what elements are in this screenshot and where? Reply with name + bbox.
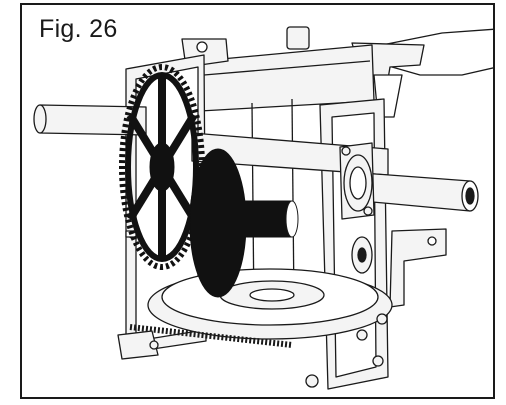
friction-wheel: [189, 148, 299, 298]
figure-frame: Fig. 26: [20, 3, 495, 399]
figure-label: Fig. 26: [35, 15, 122, 44]
technical-drawing: [33, 26, 493, 390]
mounting-bracket: [389, 228, 447, 308]
tension-spring: [129, 324, 293, 348]
top-knob: [286, 26, 310, 50]
